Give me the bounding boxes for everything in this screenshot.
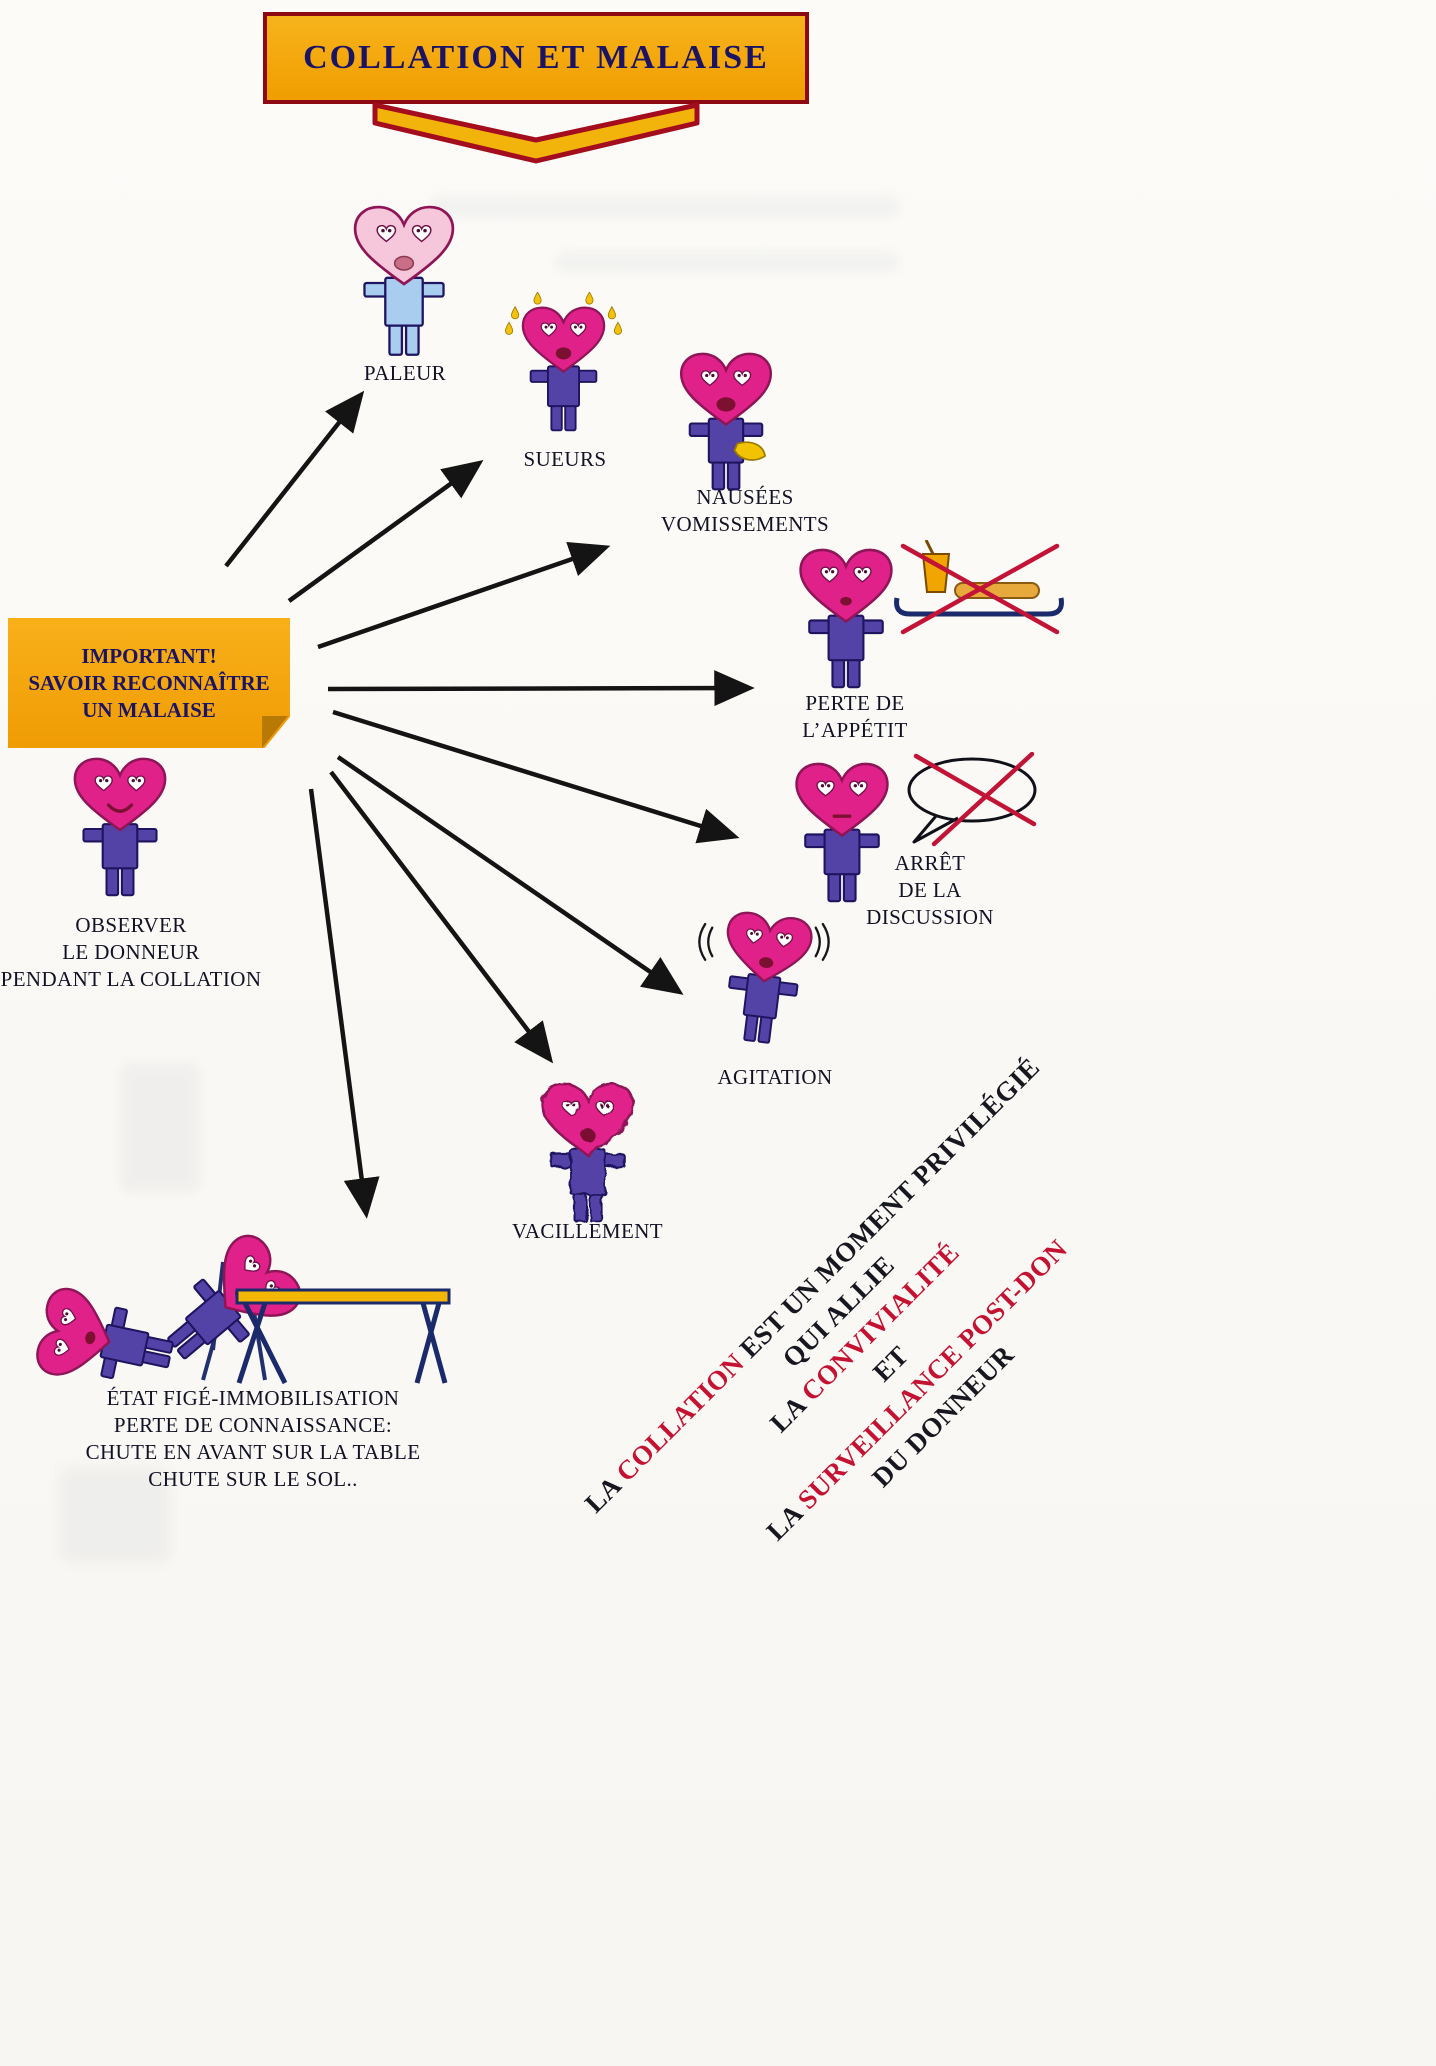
scan-artifact xyxy=(430,196,900,218)
label-perte-appetit: PERTE DE L’APPÉTIT xyxy=(802,691,908,742)
page-title: COLLATION ET MALAISE xyxy=(303,39,769,76)
heart-character-vacillement-icon xyxy=(541,1082,635,1223)
crossed-food-tray-icon xyxy=(894,540,1064,635)
heart-character-paleur-icon xyxy=(353,205,455,357)
label-arret-discussion: ARRÊT DE LA DISCUSSION xyxy=(866,851,994,929)
chute-scene-icon xyxy=(32,1228,451,1388)
red-cross-icon xyxy=(913,752,1037,847)
heart-character-perte-appetit-icon xyxy=(799,548,893,689)
crossed-speech-bubble-icon xyxy=(907,752,1037,847)
label-chute: ÉTAT FIGÉ-IMMOBILISATION PERTE DE CONNAI… xyxy=(85,1386,421,1491)
arrow-to-vacillement xyxy=(329,770,554,1064)
table-top-icon xyxy=(235,1288,451,1305)
lying-on-floor-character-icon xyxy=(32,1284,181,1388)
arrow-to-nausees xyxy=(317,542,611,650)
important-line: IMPORTANT! xyxy=(81,643,217,668)
label-nausees: NAUSÉES VOMISSEMENTS xyxy=(660,485,830,536)
arrow-to-paleur xyxy=(224,390,365,568)
vomit-bag-icon xyxy=(733,441,767,461)
arrow-to-sueurs xyxy=(287,460,484,603)
heart-character-sueurs-icon xyxy=(504,292,623,432)
scan-artifact xyxy=(60,1468,170,1563)
heart-character-nausees-icon xyxy=(679,352,773,491)
important-line: UN MALAISE xyxy=(82,697,216,722)
red-cross-icon xyxy=(900,543,1060,635)
diagonal-note: LA COLLATION EST UN MOMENT PRIVILÉGIÉ QU… xyxy=(548,1052,1208,1590)
scan-artifact xyxy=(120,1062,200,1192)
folded-corner xyxy=(262,716,288,748)
scan-artifact xyxy=(555,252,900,272)
arrow-to-perte-appetit xyxy=(327,670,755,707)
vibration-marks-icon xyxy=(698,922,830,961)
label-sueurs: SUEURS xyxy=(523,447,607,471)
arrow-to-agitation xyxy=(336,755,684,995)
title-banner: COLLATION ET MALAISE xyxy=(263,12,809,104)
heart-character-arret-discussion-icon xyxy=(795,762,889,903)
arrow-to-chute xyxy=(308,788,380,1219)
important-line: SAVOIR RECONNAÎTRE xyxy=(28,670,270,695)
arrow-to-arret-discussion xyxy=(332,709,740,844)
down-arrow-icon xyxy=(372,102,700,164)
label-vacillement: VACILLEMENT xyxy=(511,1219,663,1243)
heart-character-observer-icon xyxy=(73,757,167,897)
label-observer: OBSERVER LE DONNEUR PENDANT LA COLLATION xyxy=(0,913,262,991)
label-agitation: AGITATION xyxy=(717,1065,833,1089)
table-legs-icon xyxy=(236,1301,448,1385)
heart-character-agitation-icon xyxy=(698,909,830,1048)
label-paleur: PALEUR xyxy=(363,361,447,385)
slumped-on-table-character-icon xyxy=(146,1228,310,1385)
important-note-box: IMPORTANT! SAVOIR RECONNAÎTRE UN MALAISE xyxy=(8,618,290,748)
